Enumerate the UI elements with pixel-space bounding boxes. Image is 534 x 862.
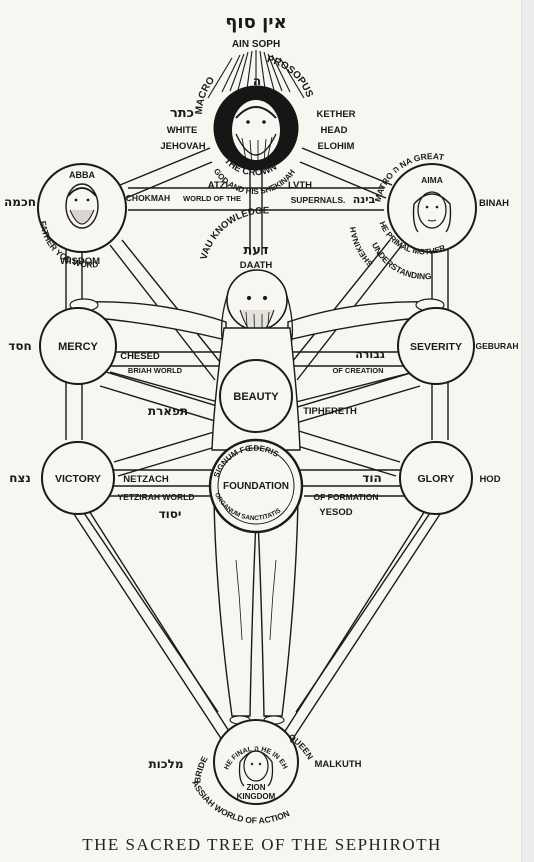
aima-label: AIMA <box>421 175 443 185</box>
malkuth-circle <box>213 719 299 805</box>
macroprosopus-face-icon <box>232 100 280 168</box>
zion-face-icon <box>238 750 274 787</box>
kether-he-letter: ה <box>253 74 261 88</box>
ain-soph-label: AIN SOPH <box>232 39 280 50</box>
ain-soph-rays <box>207 50 305 99</box>
mercy-circle <box>39 307 117 385</box>
binah-circle <box>387 163 477 253</box>
binah-label: BINAH <box>479 198 509 209</box>
chesed-label: CHESED <box>120 351 160 362</box>
tiphereth-label: TIPHERETH <box>303 406 357 417</box>
elohim-label: ELOHIM <box>318 141 355 152</box>
diagram-caption: THE SACRED TREE OF THE SEPHIROTH <box>82 835 442 854</box>
geburah-label: GEBURAH <box>476 341 519 351</box>
daath-label: DAATH <box>240 260 273 271</box>
abba-label: ABBA <box>69 170 95 180</box>
glory-circle <box>399 441 473 515</box>
beauty-circle <box>219 359 293 433</box>
ain-soph-hebrew: אין סוף <box>225 12 286 33</box>
kingdom-label: KINGDOM <box>237 792 276 801</box>
world-of-the-label: WORLD OF THE <box>183 194 241 203</box>
hod-hebrew: הוד <box>362 471 381 485</box>
of-formation-label: OF FORMATION <box>314 492 379 502</box>
bride-label: BRIDE <box>192 754 210 783</box>
geburah-hebrew: גבורה <box>355 348 385 361</box>
foundation-label: FOUNDATION <box>223 481 289 492</box>
foundation-circle <box>208 438 304 534</box>
netzach-label: NETZACH <box>123 474 169 485</box>
svg-text:SHEKINAH: SHEKINAH <box>348 226 374 268</box>
kether-hebrew: כתר <box>170 106 194 121</box>
yesod-hebrew: יסוד <box>159 507 182 521</box>
severity-label: SEVERITY <box>410 341 462 353</box>
white-label: WHITE <box>167 125 198 136</box>
chesed-hebrew: חסד <box>8 339 31 353</box>
chokmah-label: CHOKMAH <box>126 193 170 203</box>
foundation-inner-ring <box>217 447 295 525</box>
hod-label: HOD <box>479 474 500 485</box>
malkuth-hebrew: מלכות <box>148 757 183 771</box>
chokmah-circle <box>37 163 127 253</box>
tiphereth-hebrew: תפארת <box>148 404 188 418</box>
briah-world-label: BRIAH WORLD <box>128 366 183 375</box>
glory-label: GLORY <box>418 473 455 485</box>
malkuth-label: MALKUTH <box>315 759 362 770</box>
severity-circle <box>397 307 475 385</box>
scrollbar-track[interactable] <box>521 0 534 862</box>
svg-text:MACRO: MACRO <box>194 75 218 115</box>
of-creation-label: OF CREATION <box>332 366 383 375</box>
chokmah-hebrew: חכמה <box>4 195 36 209</box>
abba-face-icon <box>65 183 99 229</box>
supernals-label: SUPERNALS. <box>291 195 346 205</box>
sephiroth-tree-diagram: אין סוף AIN SOPH MACRO ה PROSOPUS כתר WH… <box>0 0 519 854</box>
jehovah-label: JEHOVAH <box>160 141 205 152</box>
kether-label: KETHER <box>316 109 355 120</box>
yetzirah-world-label: YETZIRAH WORLD <box>118 492 195 502</box>
macro-label: MACRO <box>194 75 218 115</box>
atzi-label: ATZI <box>208 180 228 191</box>
daath-hebrew: דעת <box>243 243 269 258</box>
victory-circle <box>41 441 115 515</box>
yesod-label: YESOD <box>319 507 352 518</box>
wisdom-label: WISDOM <box>60 256 100 267</box>
shekinah-label: SHEKINAH <box>348 226 374 268</box>
svg-text:BRIDE: BRIDE <box>192 754 210 783</box>
beauty-label: BEAUTY <box>233 391 279 403</box>
aima-face-icon <box>412 191 452 233</box>
binah-hebrew: בינה <box>353 193 376 206</box>
netzach-hebrew: נצח <box>9 471 31 485</box>
victory-label: VICTORY <box>55 473 101 485</box>
head-label: HEAD <box>321 125 348 136</box>
zion-label: ZION <box>246 783 265 792</box>
mercy-label: MERCY <box>58 341 98 353</box>
luth-label: LVTH <box>288 180 312 191</box>
